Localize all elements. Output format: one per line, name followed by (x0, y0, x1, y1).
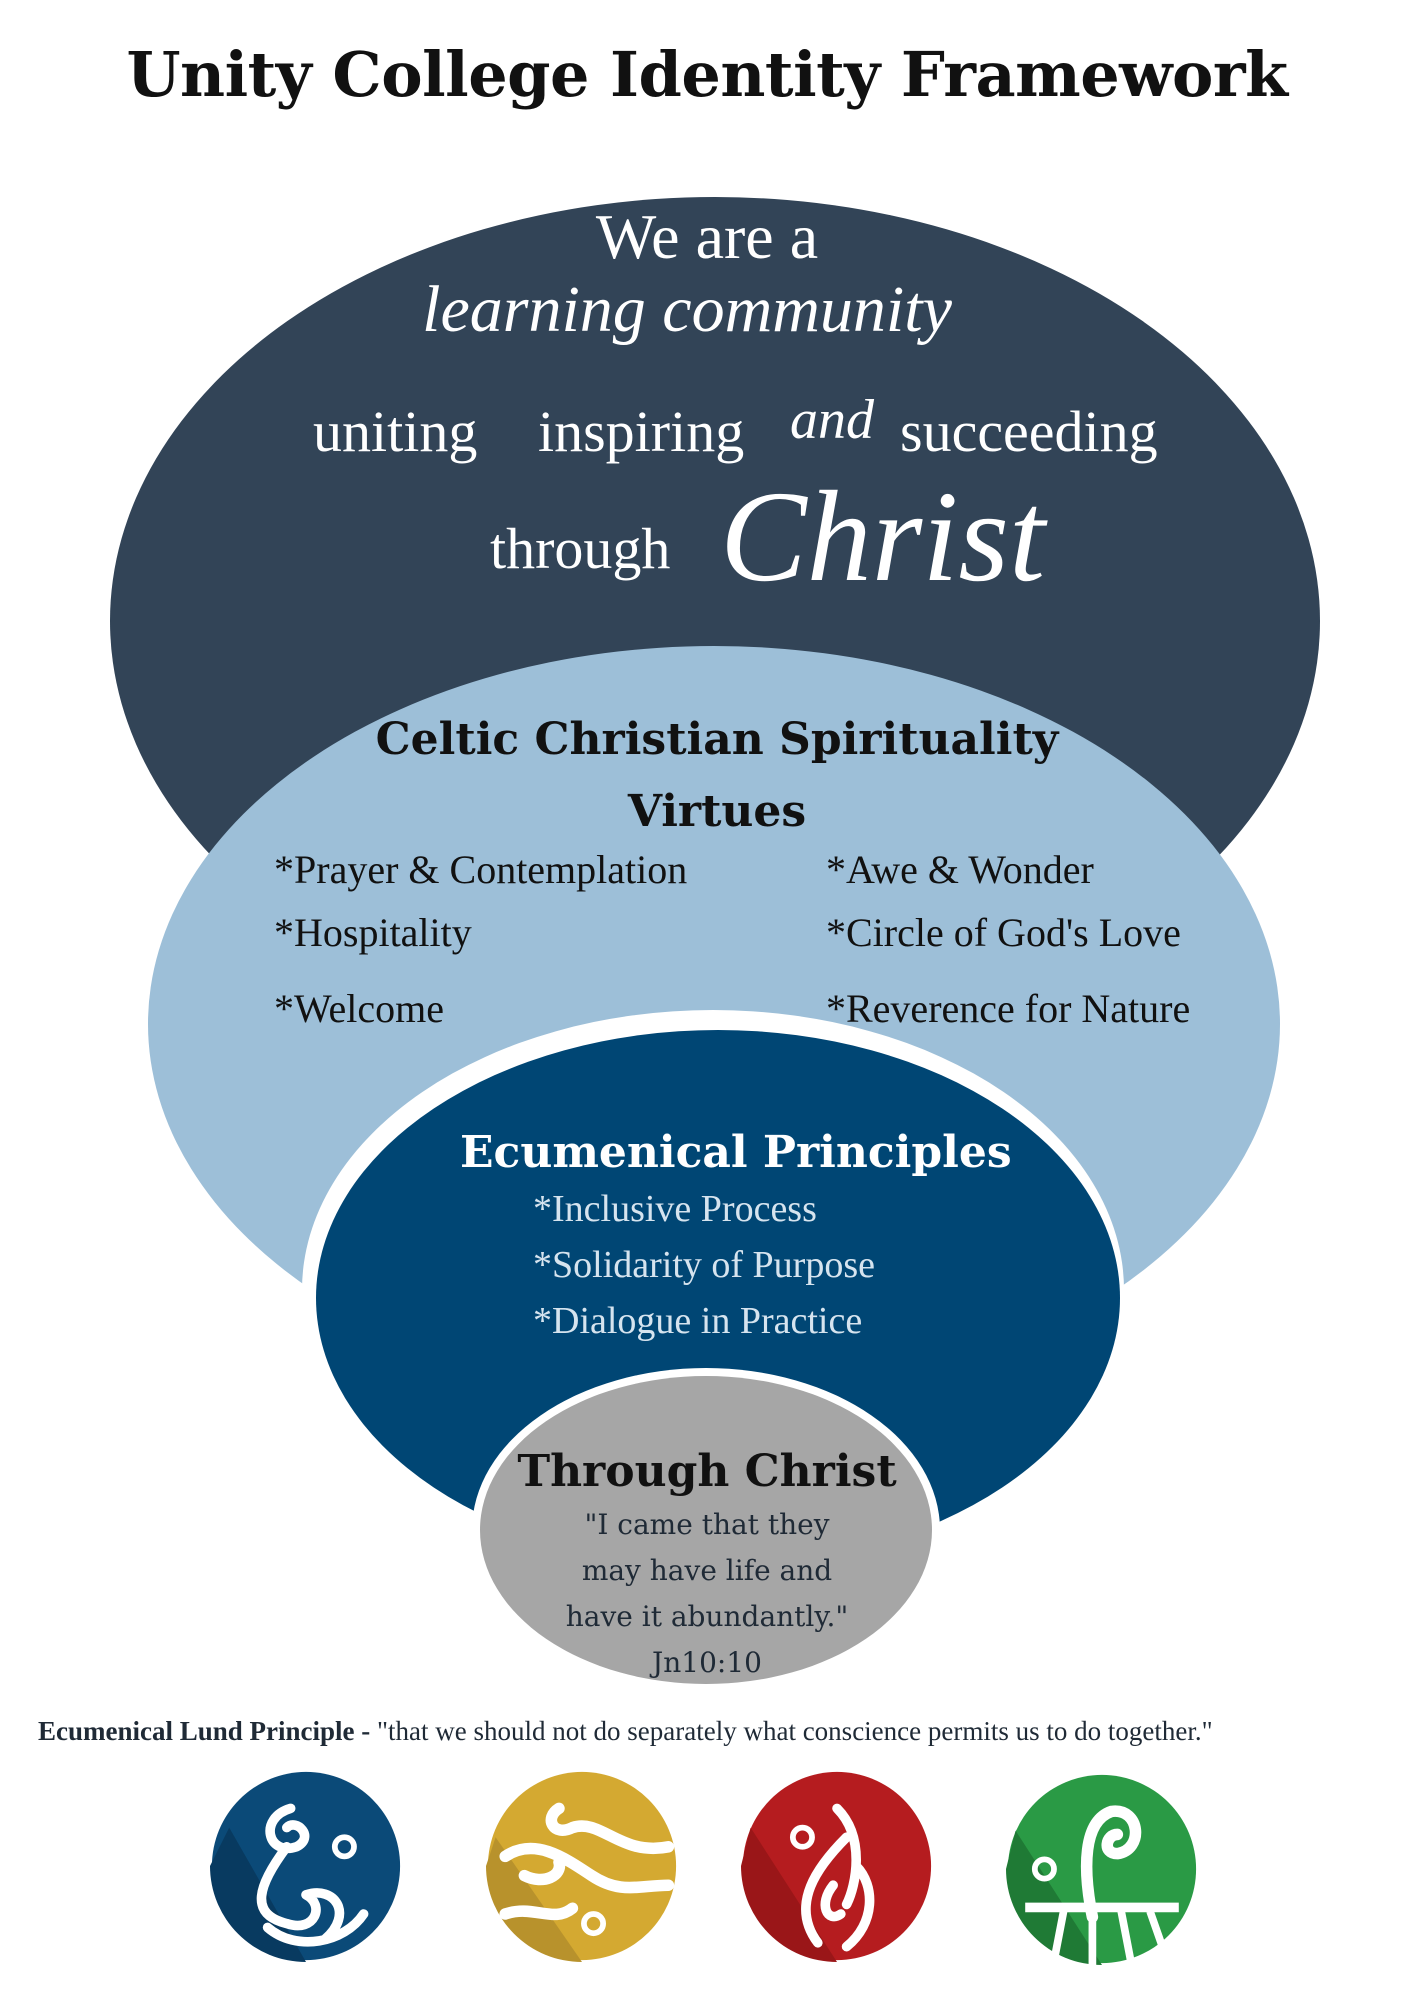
ecumenical-item: *Solidarity of Purpose (533, 1244, 875, 1286)
ecumenical-heading: Ecumenical Principles (460, 1127, 1012, 1178)
quote-line: may have life and (581, 1554, 833, 1587)
virtue-item: *Reverence for Nature (826, 986, 1191, 1031)
mission-line-1: We are a (595, 201, 819, 272)
virtues-heading: Celtic Christian Spirituality (375, 714, 1059, 765)
word-and: and (790, 389, 874, 451)
christ-heading: Through Christ (517, 1446, 897, 1497)
ecumenical-item: *Inclusive Process (533, 1188, 817, 1230)
word-uniting: uniting (313, 399, 478, 464)
virtues-heading-2: Virtues (627, 786, 807, 837)
mission-line-2: learning community (422, 273, 952, 346)
quote-reference: Jn10:10 (652, 1646, 762, 1679)
word-succeeding: succeeding (900, 399, 1158, 464)
wind-swirl-logo (486, 1771, 677, 1962)
lund-label: Ecumenical Lund Principle - (38, 1716, 371, 1746)
lund-quote: "that we should not do separately what c… (377, 1716, 1213, 1746)
quote-line: have it abundantly." (565, 1600, 849, 1633)
page-title: Unity College Identity Framework (126, 38, 1288, 111)
christ-ellipse-fill (480, 1376, 932, 1684)
virtue-item: *Prayer & Contemplation (274, 847, 688, 892)
lund-principle: Ecumenical Lund Principle - "that we sho… (38, 1716, 1213, 1747)
ecumenical-item: *Dialogue in Practice (533, 1300, 863, 1342)
fire-flame-logo (741, 1771, 932, 1962)
virtue-item: *Hospitality (274, 910, 472, 955)
water-swirl-logo (210, 1771, 401, 1962)
virtue-item: *Circle of God's Love (826, 910, 1181, 955)
earth-tree-logo (1006, 1774, 1197, 1965)
word-inspiring: inspiring (538, 399, 745, 464)
virtue-item: *Welcome (274, 986, 445, 1031)
virtue-item: *Awe & Wonder (826, 847, 1094, 892)
quote-line: "I came that they (584, 1508, 830, 1541)
word-christ: Christ (720, 465, 1046, 609)
word-through: through (490, 516, 671, 581)
